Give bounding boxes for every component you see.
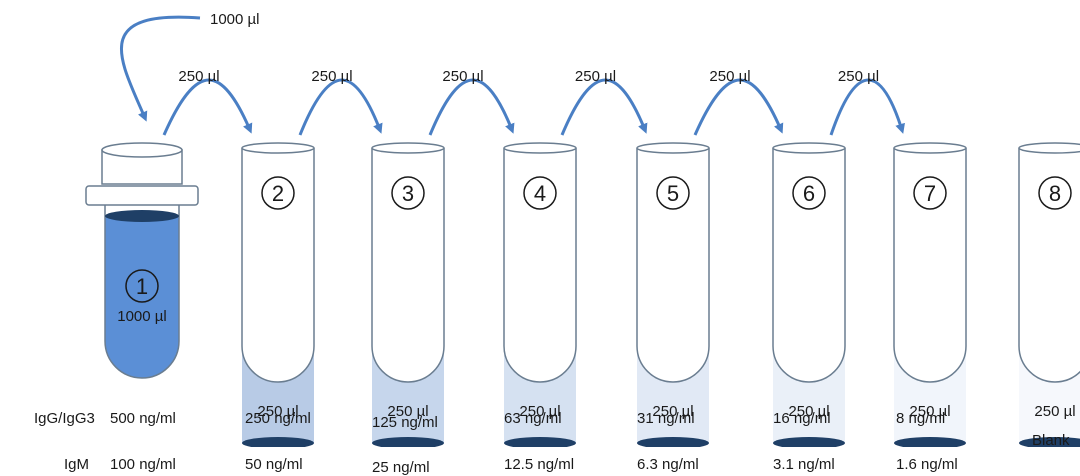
- meniscus-2: [242, 437, 314, 447]
- transfer-arrow-1: [162, 78, 253, 136]
- tube-5: 5 250 µl: [636, 142, 710, 447]
- igg-row-label: IgG/IgG3: [34, 410, 95, 427]
- igm-concentration-1: 100 ng/ml: [110, 456, 176, 473]
- tube-rim-3: [371, 142, 445, 154]
- transfer-arrow-2: [298, 78, 383, 136]
- liquid-5: [637, 346, 709, 443]
- tube-outline-3: [371, 148, 445, 383]
- igm-concentration-4: 12.5 ng/ml: [504, 456, 575, 473]
- liquid-4: [504, 346, 576, 443]
- tube-volume-2: 250 µl: [257, 403, 298, 420]
- igm-concentration-2: 50 ng/ml: [245, 456, 303, 473]
- tube-2: 2 250 µl: [241, 142, 315, 447]
- tube-volume-1: 1000 µl: [117, 308, 167, 325]
- tube-volume-7: 250 µl: [909, 403, 950, 420]
- igg-concentration-5: 31 ng/ml: [637, 410, 695, 427]
- initial-transfer-label: 1000 µl: [210, 11, 260, 28]
- meniscus-6: [773, 437, 845, 447]
- tube-3: 3 250 µl: [371, 142, 445, 447]
- tube-volume-8: 250 µl: [1034, 403, 1075, 420]
- tube-number-8: 8: [1049, 181, 1061, 206]
- igm-concentration-3: 25 ng/ml: [372, 459, 430, 476]
- igm-concentration-7: 1.6 ng/ml: [896, 456, 958, 473]
- tube-number-circle-7: [913, 176, 947, 210]
- tube-number-circle-8: [1038, 176, 1072, 210]
- tube-volume-3: 250 µl: [387, 403, 428, 420]
- tube-6: 6 250 µl: [772, 142, 846, 447]
- igg-concentration-7: 8 ng/ml: [896, 410, 946, 427]
- liquid-7: [894, 346, 966, 443]
- tube-1: 1 1000 µl: [85, 142, 199, 379]
- igm-concentration-6: 3.1 ng/ml: [773, 456, 835, 473]
- tube-volume-6: 250 µl: [788, 403, 829, 420]
- tube-outline-8: [1018, 148, 1080, 383]
- transfer-label-5: 250 µl: [709, 68, 750, 85]
- liquid-3: [372, 346, 444, 443]
- tube-outline-6: [772, 148, 846, 383]
- transfer-label-6: 250 µl: [838, 68, 879, 85]
- meniscus-7: [894, 437, 966, 447]
- serial-dilution-diagram: 1000 µl 1 1000 µl 2 250 µl 3 250 µl 4 250 µl 5 25…: [85, 11, 1080, 447]
- igg-concentration-4: 63 ng/ml: [504, 410, 562, 427]
- liquid-6: [773, 346, 845, 443]
- liquid-1: [105, 216, 179, 378]
- liquid-8: [1019, 346, 1080, 443]
- tube-8: 8 250 µl: [1018, 142, 1080, 447]
- tube-outline-1: [104, 193, 180, 379]
- meniscus-1: [105, 210, 179, 222]
- transfer-label-1: 250 µl: [178, 68, 219, 85]
- tube-number-6: 6: [803, 181, 815, 206]
- tube-number-7: 7: [924, 181, 936, 206]
- transfer-label-4: 250 µl: [575, 68, 616, 85]
- cap-top: [101, 142, 183, 158]
- initial-transfer-arrow: [119, 15, 201, 122]
- cap-flange: [85, 185, 199, 206]
- igg-concentration-2: 250 ng/ml: [245, 410, 311, 427]
- tube-outline-2: [241, 148, 315, 383]
- tube-number-5: 5: [667, 181, 679, 206]
- tube-rim-7: [893, 142, 967, 154]
- liquid-2: [242, 346, 314, 443]
- tube-number-1: 1: [136, 274, 148, 299]
- meniscus-3: [372, 437, 444, 447]
- tube-outline-5: [636, 148, 710, 383]
- tube-outline-4: [503, 148, 577, 383]
- transfer-label-2: 250 µl: [311, 68, 352, 85]
- transfer-arrow-6: [829, 78, 905, 136]
- meniscus-8: [1019, 437, 1080, 447]
- tube-volume-5: 250 µl: [652, 403, 693, 420]
- meniscus-4: [504, 437, 576, 447]
- igm-row-label: IgM: [64, 456, 90, 473]
- transfer-arrow-5: [693, 78, 784, 136]
- tube-7: 7 250 µl: [893, 142, 967, 447]
- tube-number-circle-3: [391, 176, 425, 210]
- tube-volume-4: 250 µl: [519, 403, 560, 420]
- igg-concentration-6: 16 ng/ml: [773, 410, 831, 427]
- tube-number-circle-6: [792, 176, 826, 210]
- tube-number-3: 3: [402, 181, 414, 206]
- igg-concentration-3: 125 ng/ml: [372, 414, 438, 431]
- tube-number-4: 4: [534, 181, 546, 206]
- tube-number-2: 2: [272, 181, 284, 206]
- tube-rim-5: [636, 142, 710, 154]
- tube-number-circle-5: [656, 176, 690, 210]
- transfer-arrow-4: [560, 78, 648, 136]
- tube-number-circle-2: [261, 176, 295, 210]
- tube-4: 4 250 µl: [503, 142, 577, 447]
- blank-label: Blank: [1032, 432, 1070, 449]
- tube-rim-6: [772, 142, 846, 154]
- tube-outline-7: [893, 148, 967, 383]
- tube-number-circle-4: [523, 176, 557, 210]
- tube-rim-4: [503, 142, 577, 154]
- tube-rim-8: [1018, 142, 1080, 154]
- igg-concentration-1: 500 ng/ml: [110, 410, 176, 427]
- meniscus-5: [637, 437, 709, 447]
- transfer-arrow-3: [428, 78, 515, 136]
- tube-rim-2: [241, 142, 315, 154]
- transfer-label-3: 250 µl: [442, 68, 483, 85]
- igm-concentration-5: 6.3 ng/ml: [637, 456, 699, 473]
- tube-number-circle-1: [125, 269, 159, 303]
